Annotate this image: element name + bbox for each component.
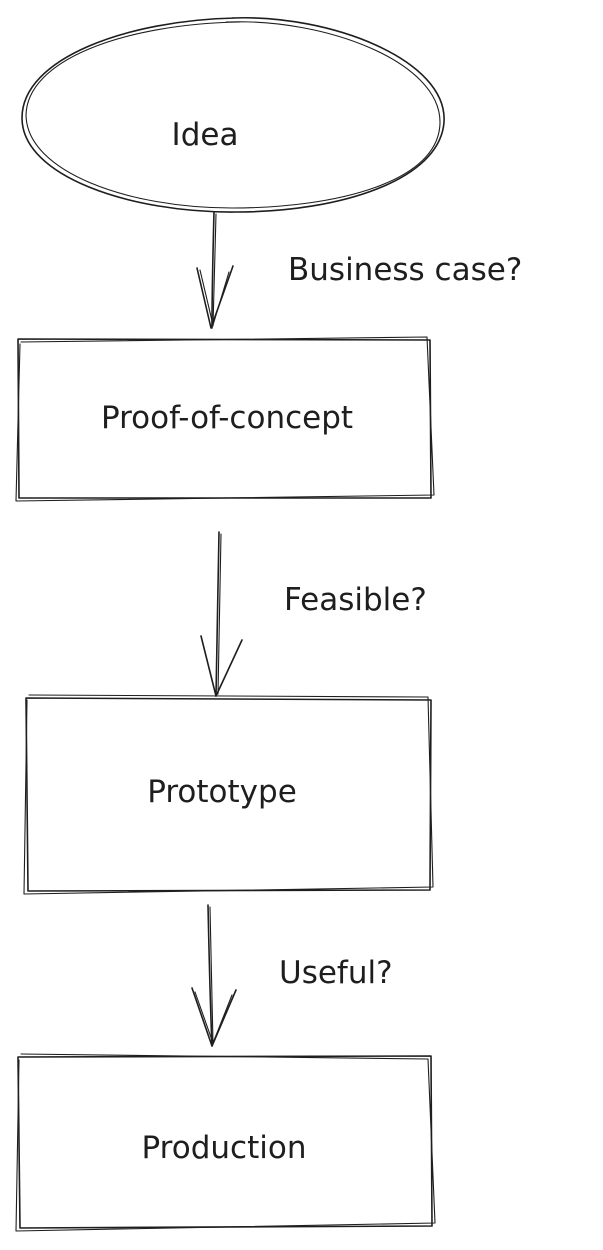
node-prototype-shape [25, 697, 432, 892]
edge-poc-to-prototype-line [215, 531, 220, 697]
node-production-shape-overstroke [15, 1053, 436, 1232]
edge-idea-to-poc-arrowhead-overstroke [199, 269, 230, 326]
edge-prototype-to-production-line [207, 904, 213, 1047]
edge-poc-to-prototype-line-overstroke [217, 533, 222, 695]
node-poc-label: Proof-of-concept [101, 400, 353, 436]
node-poc-shape [17, 338, 432, 499]
edge-prototype-to-production-line-overstroke [209, 906, 214, 1045]
edge-prototype-to-production-arrowhead [191, 987, 237, 1047]
edge-poc-to-prototype-label: Feasible? [284, 582, 427, 618]
node-idea-shape [21, 17, 445, 213]
node-prototype-shape-overstroke [23, 694, 434, 895]
node-prototype-label: Prototype [147, 774, 297, 810]
node-production-label: Production [142, 1130, 307, 1166]
node-idea-shape-overstroke [25, 21, 441, 209]
edge-idea-to-poc-label: Business case? [288, 252, 522, 288]
edge-prototype-to-production-label: Useful? [279, 955, 393, 991]
node-production-shape [17, 1055, 433, 1229]
edge-poc-to-prototype: Feasible? [200, 531, 427, 697]
node-poc: Proof-of-concept [15, 336, 435, 502]
node-production: Production [15, 1053, 436, 1232]
node-poc-shape-overstroke [15, 336, 435, 502]
edge-idea-to-poc: Business case? [196, 211, 522, 329]
node-idea-label: Idea [172, 117, 239, 153]
edge-idea-to-poc-line-overstroke [212, 213, 217, 327]
edge-prototype-to-production-arrowhead-overstroke [194, 991, 233, 1044]
node-prototype: Prototype [23, 694, 434, 895]
node-idea: Idea [21, 17, 445, 213]
edge-poc-to-prototype-arrowhead [200, 635, 243, 697]
edge-idea-to-poc-line [211, 211, 215, 329]
edge-prototype-to-production: Useful? [191, 904, 393, 1047]
edge-idea-to-poc-arrowhead [196, 265, 234, 329]
